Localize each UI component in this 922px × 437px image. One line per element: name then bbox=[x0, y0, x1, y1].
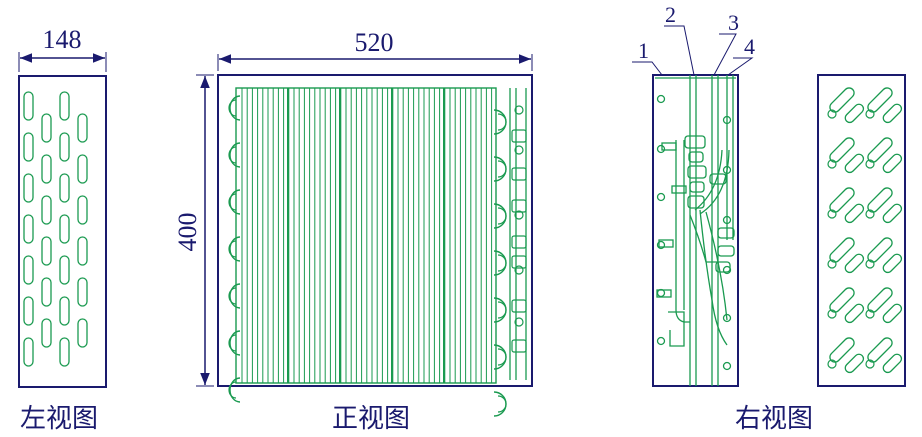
left-view: 148 bbox=[18, 25, 107, 388]
rear-view-bend-pattern bbox=[827, 87, 903, 374]
front-view: 520 400 bbox=[173, 28, 533, 417]
callout-leaders bbox=[632, 25, 754, 76]
rear-view-outline bbox=[817, 74, 906, 387]
front-view-tube-bank bbox=[235, 87, 497, 384]
width-dimension-label: 148 bbox=[43, 25, 82, 54]
length-dimension-label: 520 bbox=[355, 28, 394, 57]
right-view: 1 2 3 4 bbox=[632, 2, 755, 387]
left-view-outline bbox=[18, 75, 107, 388]
caption-right-view: 右视图 bbox=[735, 404, 814, 434]
callout-1: 1 bbox=[638, 38, 649, 63]
right-view-piping bbox=[655, 75, 736, 386]
front-view-return-bends bbox=[228, 95, 507, 417]
front-view-outline bbox=[217, 74, 533, 387]
front-view-header-pipes bbox=[509, 88, 527, 380]
callout-2: 2 bbox=[665, 2, 676, 27]
rear-view bbox=[817, 74, 906, 387]
caption-front-view: 正视图 bbox=[332, 404, 411, 434]
callout-3: 3 bbox=[728, 10, 739, 35]
left-view-slots bbox=[23, 91, 88, 367]
height-dimension-label: 400 bbox=[173, 213, 202, 252]
caption-left-view: 左视图 bbox=[20, 404, 99, 434]
callout-4: 4 bbox=[744, 34, 755, 59]
